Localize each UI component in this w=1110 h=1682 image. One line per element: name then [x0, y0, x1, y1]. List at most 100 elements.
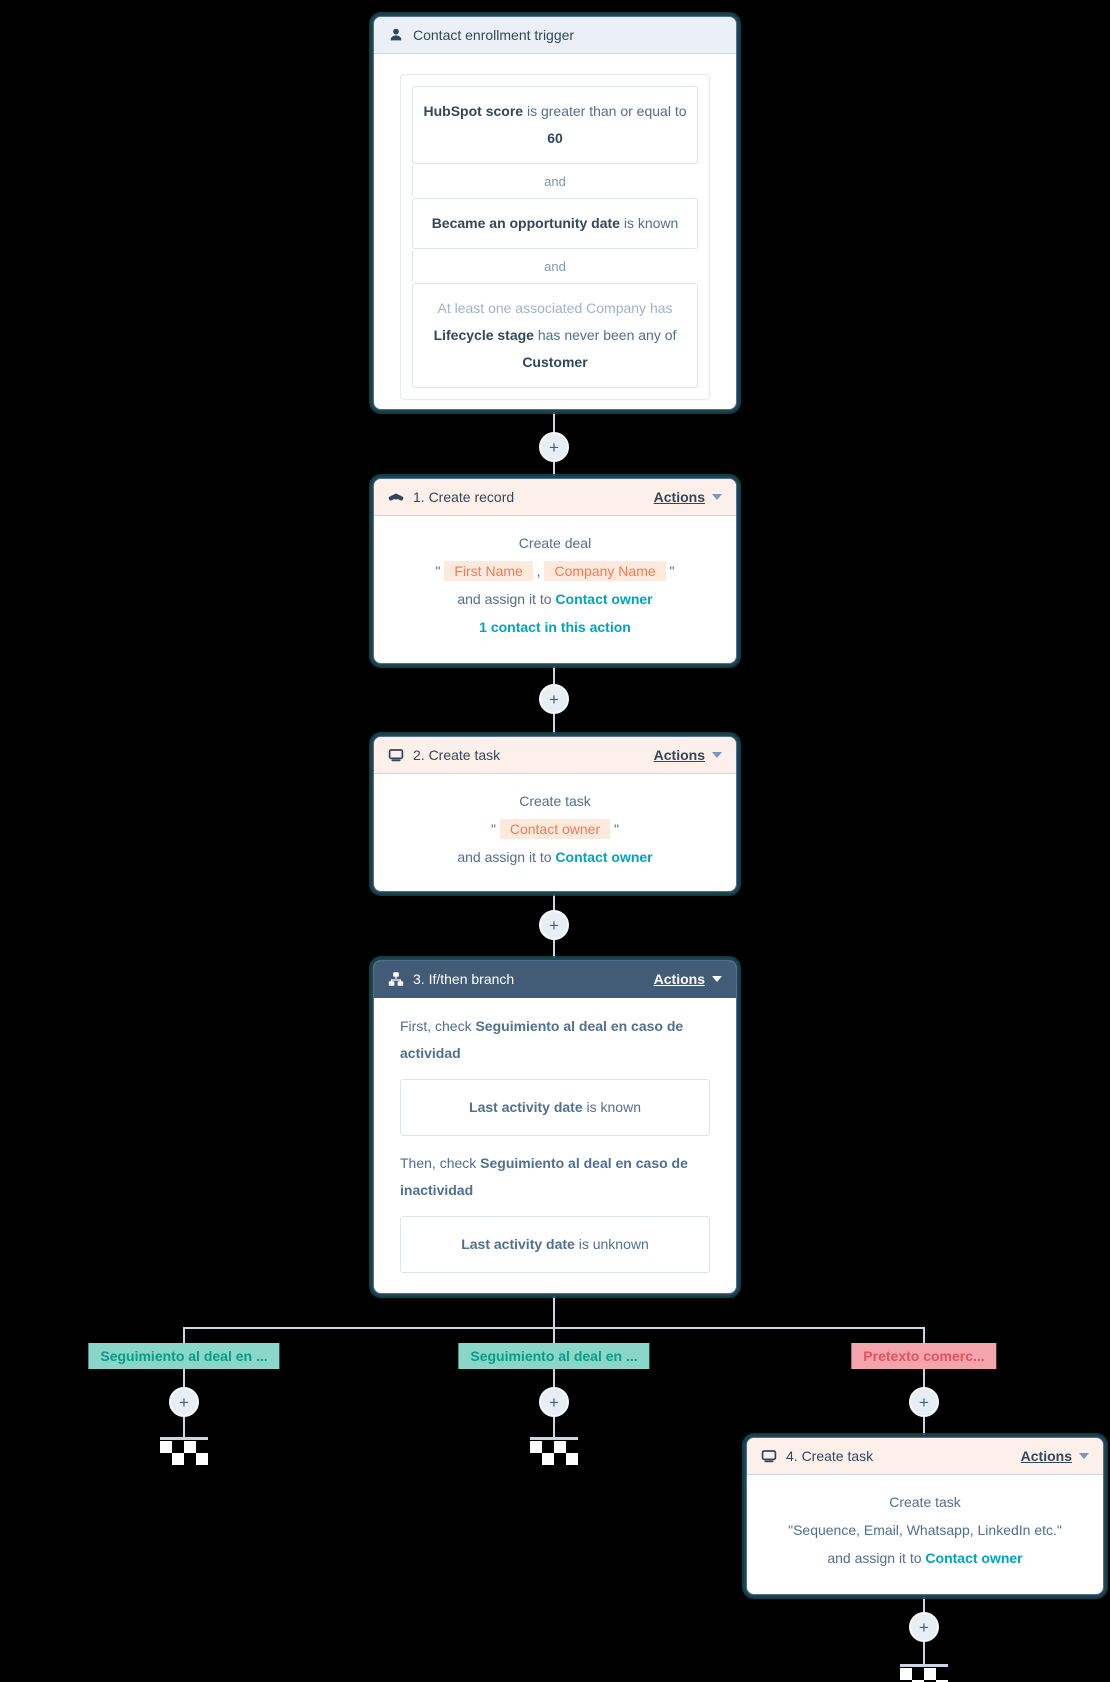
- quote-mark: ": [669, 563, 675, 579]
- condition-operator: is known: [623, 215, 679, 231]
- contact-owner-link[interactable]: Contact owner: [925, 1550, 1023, 1566]
- connector-line: [553, 1328, 555, 1438]
- action-3-actions-menu[interactable]: Actions: [654, 971, 722, 987]
- action-1-summary: Create deal " First Name , Company Name …: [374, 516, 736, 641]
- branch-label-seguimiento-actividad[interactable]: Seguimiento al deal en ...: [88, 1343, 280, 1369]
- plus-icon: +: [179, 1392, 189, 1412]
- branch-label-text: Seguimiento al deal en ...: [470, 1348, 638, 1364]
- task-icon: [761, 1450, 777, 1463]
- and-separator: and: [412, 164, 698, 198]
- handshake-icon: [388, 493, 404, 501]
- add-action-button[interactable]: +: [539, 910, 569, 940]
- action-1-line-1: Create deal: [518, 535, 592, 551]
- add-action-button[interactable]: +: [909, 1387, 939, 1417]
- then-check-prefix: Then, check: [400, 1155, 477, 1171]
- first-check-text: First, check Seguimiento al deal en caso…: [400, 1013, 710, 1067]
- action-2-summary: Create task " Contact owner " and assign…: [374, 774, 736, 871]
- chevron-down-icon: [712, 494, 722, 500]
- action-2-title: 2. Create task: [413, 747, 501, 763]
- action-2-actions-menu[interactable]: Actions: [654, 747, 722, 763]
- enrollment-condition: At least one associated Company has Life…: [412, 283, 698, 388]
- action-2-line-2: " Contact owner ": [374, 815, 736, 843]
- action-4-create-task-card[interactable]: 4. Create task Actions Create task "Sequ…: [746, 1437, 1104, 1595]
- actions-label: Actions: [653, 747, 705, 763]
- enrollment-condition: Became an opportunity date is known: [412, 198, 698, 249]
- assign-prefix: and assign it to: [827, 1550, 922, 1566]
- actions-label: Actions: [653, 971, 705, 987]
- chevron-down-icon: [1079, 1453, 1089, 1459]
- chevron-down-icon: [712, 752, 722, 758]
- connector-line: [553, 1292, 555, 1328]
- contacts-in-action-link[interactable]: 1 contact in this action: [479, 619, 631, 635]
- workflow-end-flag: [160, 1437, 208, 1465]
- action-1-line-2: " First Name , Company Name ": [374, 557, 736, 585]
- action-4-header: 4. Create task Actions: [747, 1438, 1103, 1475]
- action-4-line-3: and assign it to Contact owner: [747, 1544, 1103, 1572]
- action-4-actions-menu[interactable]: Actions: [1021, 1448, 1089, 1464]
- add-action-button[interactable]: +: [539, 432, 569, 462]
- action-4-summary: Create task "Sequence, Email, Whatsapp, …: [747, 1475, 1103, 1572]
- condition-value: Customer: [522, 354, 588, 370]
- property-token-contact-owner: Contact owner: [499, 819, 611, 839]
- action-1-line-4: 1 contact in this action: [374, 613, 736, 641]
- trigger-card-header: Contact enrollment trigger: [374, 17, 736, 54]
- action-3-summary: First, check Seguimiento al deal en caso…: [374, 998, 736, 1273]
- checkered-flag-icon: [160, 1441, 208, 1465]
- condition-property: Lifecycle stage: [433, 327, 534, 343]
- action-1-title: 1. Create record: [413, 489, 515, 505]
- action-3-if-then-branch-card[interactable]: 3. If/then branch Actions First, check S…: [373, 960, 737, 1294]
- first-check-prefix: First, check: [400, 1018, 472, 1034]
- action-1-header: 1. Create record Actions: [374, 479, 736, 516]
- flag-bar: [530, 1437, 578, 1440]
- and-label: and: [544, 258, 566, 274]
- condition-property: HubSpot score: [423, 103, 524, 119]
- chevron-down-icon: [712, 976, 722, 982]
- comma: ,: [536, 563, 541, 579]
- action-1-create-record-card[interactable]: 1. Create record Actions Create deal " F…: [373, 478, 737, 664]
- contact-owner-link[interactable]: Contact owner: [555, 849, 653, 865]
- branch-condition: Last activity date is known: [400, 1079, 710, 1136]
- action-4-line-2: "Sequence, Email, Whatsapp, LinkedIn etc…: [788, 1522, 1062, 1538]
- plus-icon: +: [549, 689, 559, 709]
- add-action-button[interactable]: +: [169, 1387, 199, 1417]
- branch-label-pretexto-comercial[interactable]: Pretexto comerc...: [851, 1343, 997, 1369]
- condition-operator: has never been any of: [537, 327, 677, 343]
- plus-icon: +: [549, 1392, 559, 1412]
- plus-icon: +: [549, 437, 559, 457]
- checkered-flag-icon: [530, 1441, 578, 1465]
- add-action-button[interactable]: +: [909, 1612, 939, 1642]
- action-1-actions-menu[interactable]: Actions: [654, 489, 722, 505]
- workflow-end-flag: [530, 1437, 578, 1465]
- action-2-header: 2. Create task Actions: [374, 737, 736, 774]
- branch-label-seguimiento-inactividad[interactable]: Seguimiento al deal en ...: [458, 1343, 650, 1369]
- branch-condition: Last activity date is unknown: [400, 1216, 710, 1273]
- action-2-create-task-card[interactable]: 2. Create task Actions Create task " Con…: [373, 736, 737, 892]
- then-check-text: Then, check Seguimiento al deal en caso …: [400, 1150, 710, 1204]
- branch-label-text: Seguimiento al deal en ...: [100, 1348, 268, 1364]
- enrollment-condition: HubSpot score is greater than or equal t…: [412, 86, 698, 164]
- task-icon: [388, 749, 404, 762]
- contact-person-icon: [390, 28, 402, 41]
- action-3-title: 3. If/then branch: [413, 971, 515, 987]
- flag-bar: [900, 1664, 948, 1667]
- condition-property: Became an opportunity date: [431, 215, 620, 231]
- flag-bar: [160, 1437, 208, 1440]
- condition-scope: At least one associated Company has: [437, 300, 673, 316]
- actions-label: Actions: [1020, 1448, 1072, 1464]
- condition-operator: is greater than or equal to: [526, 103, 687, 119]
- second-branch-name: Seguimiento al deal en caso de inactivid…: [400, 1155, 688, 1198]
- condition-operator: is unknown: [578, 1236, 649, 1252]
- branch-sitemap-icon: [388, 972, 404, 986]
- workflow-end-flag: [900, 1664, 948, 1682]
- quote-mark: ": [490, 821, 496, 837]
- add-action-button[interactable]: +: [539, 684, 569, 714]
- action-3-header: 3. If/then branch Actions: [374, 961, 736, 998]
- action-4-line-1: Create task: [889, 1494, 961, 1510]
- add-action-button[interactable]: +: [539, 1387, 569, 1417]
- contact-enrollment-trigger-card[interactable]: Contact enrollment trigger HubSpot score…: [373, 16, 737, 410]
- contact-owner-link[interactable]: Contact owner: [555, 591, 653, 607]
- action-4-title: 4. Create task: [786, 1448, 874, 1464]
- quote-mark: ": [614, 821, 620, 837]
- condition-operator: is known: [586, 1099, 641, 1115]
- assign-prefix: and assign it to: [457, 849, 552, 865]
